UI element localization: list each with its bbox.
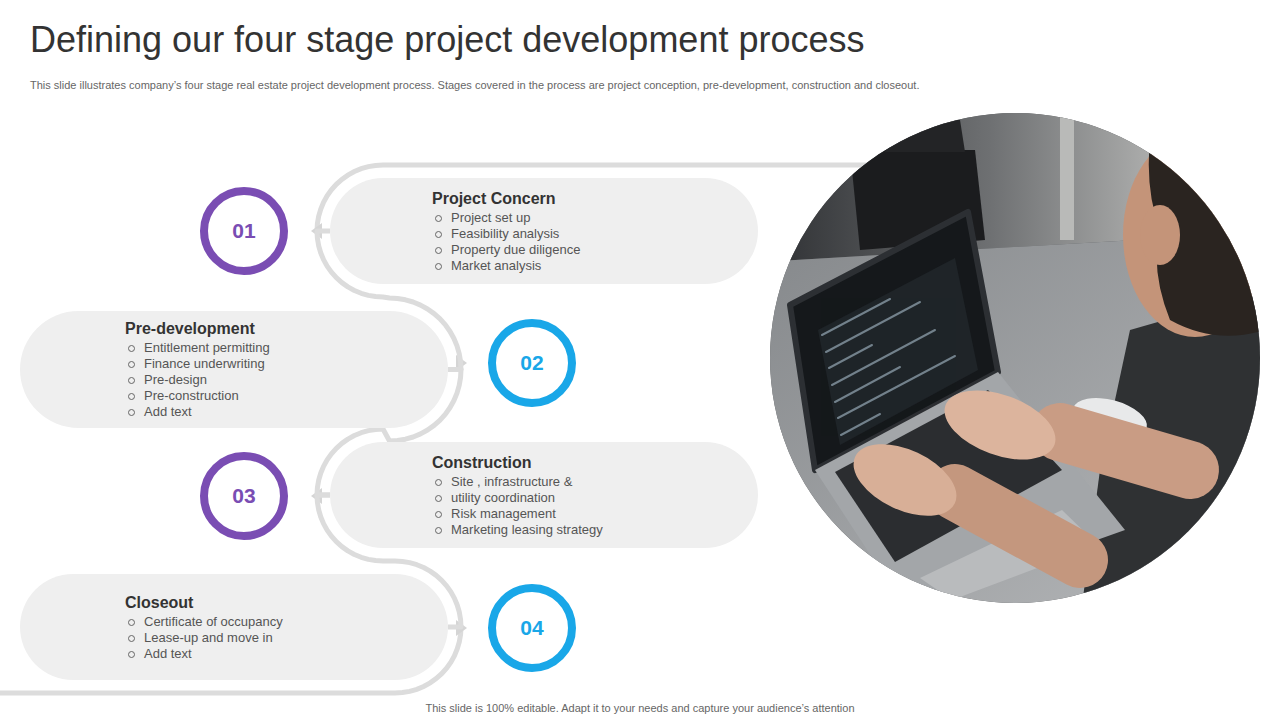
step-number: 04 [520, 616, 543, 640]
stage-heading: Construction [432, 453, 603, 472]
stage-heading: Project Concern [432, 189, 580, 208]
stage-item: Pre-construction [125, 388, 270, 404]
stage-item: Market analysis [432, 258, 580, 274]
stage-item: Marketing leasing strategy [432, 522, 603, 538]
stage-box: ConstructionSite , infrastructure &utili… [330, 442, 758, 548]
pointer-triangle [311, 223, 322, 239]
stage-item: Pre-design [125, 372, 270, 388]
stage-item: Finance underwriting [125, 356, 270, 372]
step-number: 03 [232, 484, 255, 508]
stage-heading: Closeout [125, 593, 283, 612]
stage-box: Project ConcernProject set upFeasibility… [330, 178, 758, 284]
stage-box: CloseoutCertificate of occupancyLease-up… [20, 574, 448, 680]
step-circle: 04 [488, 584, 576, 672]
stage-item: Certificate of occupancy [125, 614, 283, 630]
stage-heading: Pre-development [125, 319, 270, 338]
slide-title: Defining our four stage project developm… [30, 18, 864, 62]
step-number: 02 [520, 351, 543, 375]
subtitle-text: This slide illustrates company’s four st… [30, 78, 1250, 92]
step-circle: 01 [200, 187, 288, 275]
step-circle: 03 [200, 452, 288, 540]
stage-item: utility coordination [432, 490, 603, 506]
stage-item: Entitlement permitting [125, 340, 270, 356]
stage-item: Risk management [432, 506, 603, 522]
step-number: 01 [232, 219, 255, 243]
stage-item: Lease-up and move in [125, 630, 283, 646]
stage-item: Project set up [432, 210, 580, 226]
stage-box: Pre-developmentEntitlement permittingFin… [20, 311, 448, 428]
footer-note: This slide is 100% editable. Adapt it to… [0, 701, 1280, 715]
stage-item: Site , infrastructure & [432, 474, 603, 490]
stage-item: Feasibility analysis [432, 226, 580, 242]
pointer-triangle [311, 488, 322, 504]
stage-item: Add text [125, 646, 283, 662]
step-circle: 02 [488, 319, 576, 407]
photo-scene [760, 100, 1280, 620]
stage-item: Property due diligence [432, 242, 580, 258]
stage-item: Add text [125, 404, 270, 420]
pointer-triangle [456, 620, 467, 636]
pointer-triangle [456, 355, 467, 371]
